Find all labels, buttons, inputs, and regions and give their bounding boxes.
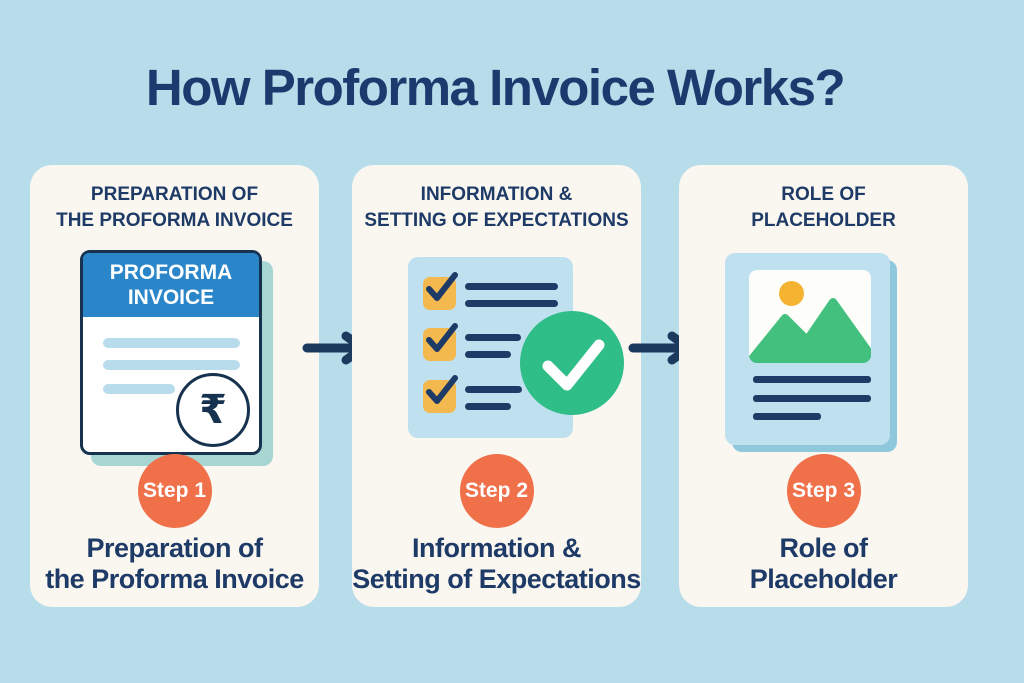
rupee-icon: ₹ [176, 373, 250, 447]
step-1-badge: Step 1 [137, 454, 212, 528]
placeholder-text-line [753, 395, 871, 402]
proforma-invoice-document-icon: PROFORMA INVOICE ₹ [80, 250, 262, 455]
document-title-band: PROFORMA INVOICE [83, 253, 259, 317]
document-text-line [103, 338, 240, 348]
step-2-badge: Step 2 [459, 454, 534, 528]
step-card-2: INFORMATION & SETTING OF EXPECTATIONS St… [352, 165, 641, 607]
card-3-caption: Role of Placeholder [749, 533, 898, 595]
checklist-with-checkmark-icon [408, 257, 573, 438]
step-card-1: PREPARATION OF THE PROFORMA INVOICE PROF… [30, 165, 319, 607]
step-2-badge-label: Step 2 [464, 479, 529, 502]
checklist-text-line [465, 351, 511, 358]
placeholder-image-frame [749, 270, 871, 363]
card-2-header: INFORMATION & SETTING OF EXPECTATIONS [364, 184, 629, 231]
checkbox-checked-icon [423, 323, 458, 361]
checklist-text-line [465, 334, 521, 341]
checklist-text-line [465, 386, 522, 393]
step-card-3: ROLE OF PLACEHOLDER Step 3 Role of Place… [679, 165, 968, 607]
step-3-badge: Step 3 [786, 454, 861, 528]
image-placeholder-icon [725, 253, 890, 445]
checklist-text-line [465, 403, 511, 410]
card-2-caption: Information & Setting of Expectations [352, 533, 641, 595]
placeholder-text-line [753, 376, 871, 383]
checkmark-circle-icon [520, 311, 624, 415]
checklist-text-line [465, 283, 558, 290]
mountains-icon [749, 298, 871, 363]
checkbox-checked-icon [423, 375, 458, 413]
checkbox-checked-icon [423, 272, 458, 310]
checklist-text-line [465, 300, 558, 307]
placeholder-text-line [753, 413, 821, 420]
step-1-badge-label: Step 1 [142, 479, 207, 502]
sun-icon [779, 281, 804, 306]
card-1-header: PREPARATION OF THE PROFORMA INVOICE [56, 184, 293, 231]
document-text-line [103, 384, 175, 394]
document-text-line [103, 360, 240, 370]
card-1-caption: Preparation of the Proforma Invoice [45, 533, 304, 595]
step-3-badge-label: Step 3 [791, 479, 856, 502]
page-title: How Proforma Invoice Works? [145, 59, 846, 116]
card-3-header: ROLE OF PLACEHOLDER [751, 184, 896, 231]
